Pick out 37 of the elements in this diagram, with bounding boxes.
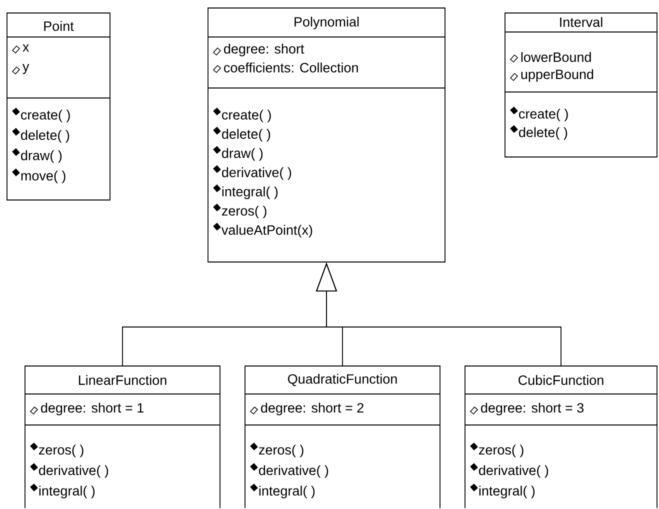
operation: create( ): [222, 110, 271, 122]
operation: integral( ): [39, 486, 95, 498]
class-name: Interval: [560, 17, 602, 27]
operation: create( ): [519, 108, 568, 122]
attribute: degree: short: [224, 44, 304, 56]
operation: zeros( ): [222, 206, 266, 218]
class-name: Point: [44, 21, 74, 31]
operation: draw( ): [222, 148, 263, 161]
attribute: upperBound: [521, 69, 594, 82]
operation: create( ): [21, 110, 70, 122]
operation: derivative( ): [222, 167, 292, 180]
attribute: lowerBound: [521, 52, 591, 62]
operation: derivative( ): [479, 465, 548, 478]
class-name: LinearFunction: [78, 375, 166, 385]
attribute: x: [22, 44, 30, 52]
operation: delete( ): [21, 130, 70, 143]
class-name: QuadraticFunction: [288, 374, 397, 386]
operation: delete( ): [519, 127, 568, 140]
operation: integral( ): [222, 186, 278, 200]
operation: valueAtPoint(x): [222, 224, 312, 238]
attribute: y: [22, 64, 30, 74]
attribute: degree: short = 2: [261, 402, 364, 416]
operation: derivative( ): [39, 465, 108, 478]
attribute: degree: short = 3: [481, 402, 584, 416]
class-name: Polynomial: [294, 16, 359, 30]
attribute: coefficients: Collection: [224, 62, 358, 72]
operation: zeros( ): [39, 444, 84, 458]
operation: integral( ): [259, 486, 315, 498]
operation: zeros( ): [479, 444, 524, 458]
attribute: degree: short = 1: [41, 402, 144, 416]
operation: move( ): [21, 170, 66, 184]
class-name: CubicFunction: [518, 375, 604, 385]
operation: delete( ): [222, 128, 270, 142]
operation: draw( ): [21, 150, 62, 163]
operation: zeros( ): [259, 444, 304, 458]
operation: derivative( ): [259, 465, 328, 478]
operation: integral( ): [479, 486, 535, 498]
